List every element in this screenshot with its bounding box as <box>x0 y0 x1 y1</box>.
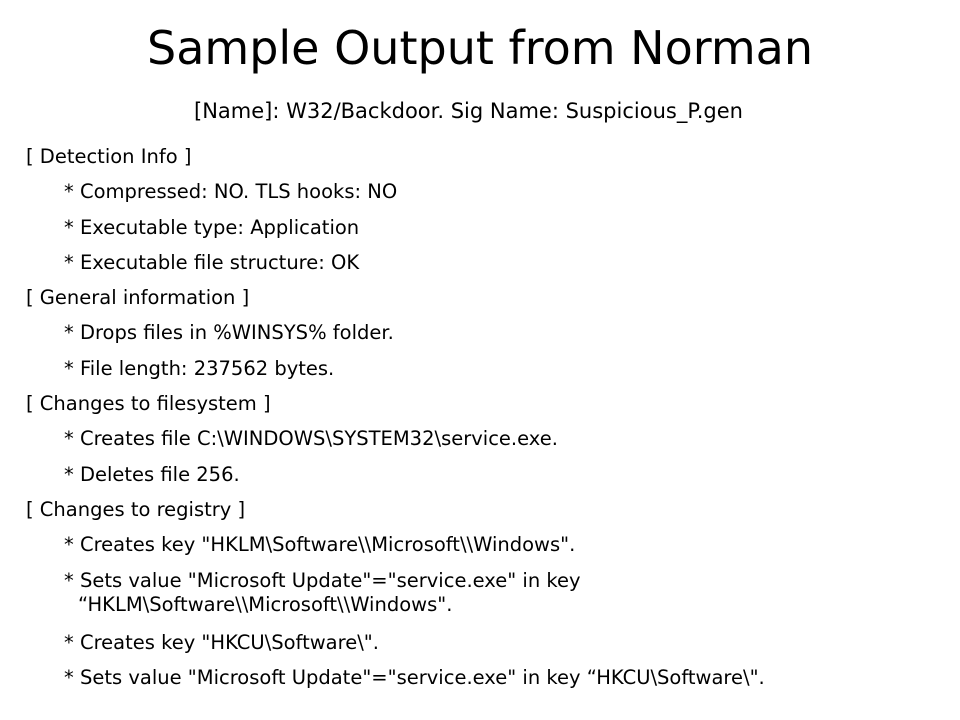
report-line-creates-file: * Creates file C:\WINDOWS\SYSTEM32\servi… <box>64 427 558 451</box>
report-line-creates-key-hklm: * Creates key "HKLM\Software\\Microsoft\… <box>64 533 576 557</box>
report-line-creates-key-hkcu: * Creates key "HKCU\Software\". <box>64 630 379 654</box>
section-heading-general-information: [ General information ] <box>26 286 250 310</box>
report-line-file-length: * File length: 237562 bytes. <box>64 356 335 380</box>
section-heading-registry-changes: [ Changes to registry ] <box>26 497 246 521</box>
report-line-compressed: * Compressed: NO. TLS hooks: NO <box>64 180 398 204</box>
report-line-drops-files: * Drops files in %WINSYS% folder. <box>64 321 394 345</box>
report-line-sets-value-hklm-text: * Sets value "Microsoft Update"="service… <box>64 568 581 616</box>
report-line-deletes-file: * Deletes file 256. <box>64 462 240 486</box>
report-line-file-structure: * Executable file structure: OK <box>64 250 360 274</box>
section-heading-filesystem-changes: [ Changes to filesystem ] <box>26 392 271 416</box>
report-body: [ Detection Info ] * Compressed: NO. TLS… <box>26 139 946 695</box>
slide-title: Sample Output from Norman <box>147 21 813 75</box>
detection-name-line: [Name]: W32/Backdoor. Sig Name: Suspicio… <box>194 99 743 123</box>
section-heading-detection-info: [ Detection Info ] <box>26 145 192 168</box>
report-line-executable-type: * Executable type: Application <box>64 215 360 239</box>
report-line-sets-value-hklm: * Sets value "Microsoft Update"="service… <box>26 563 946 625</box>
report-line-sets-value-hkcu: * Sets value "Microsoft Update"="service… <box>64 665 765 689</box>
